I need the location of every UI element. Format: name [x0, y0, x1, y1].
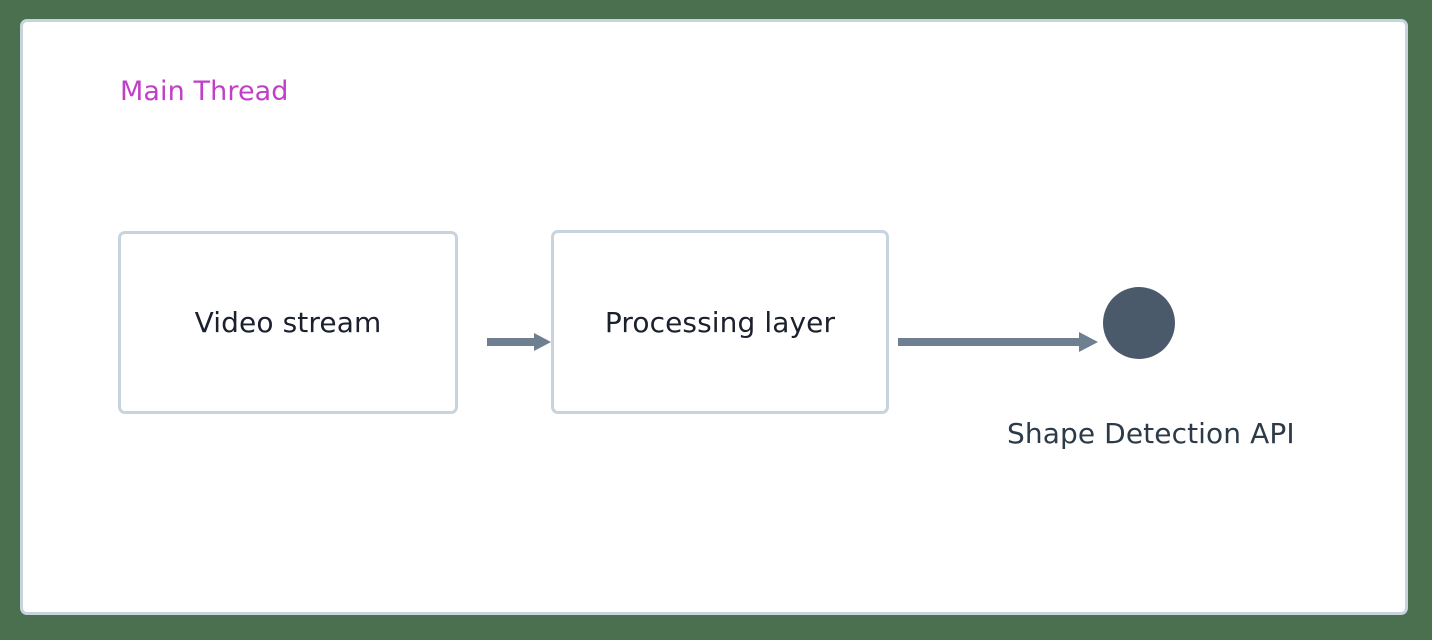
edge-video-stream-to-processing-layer: [487, 333, 551, 351]
node-processing-layer[interactable]: Processing layer: [551, 230, 889, 414]
node-processing-layer-label: Processing layer: [604, 305, 836, 339]
node-video-stream[interactable]: Video stream: [118, 231, 458, 414]
cluster-label-main-thread: Main Thread: [120, 76, 289, 107]
node-shape-detection-api-label: Shape Detection API: [1007, 417, 1295, 450]
arrow-head-icon: [898, 332, 1098, 352]
diagram-canvas: Main Thread Video stream Processing laye…: [20, 19, 1408, 615]
arrow-head-icon: [487, 333, 551, 351]
node-video-stream-label: Video stream: [194, 306, 382, 339]
edge-processing-layer-to-shape-detection-api: [898, 332, 1098, 352]
node-shape-detection-api[interactable]: [1103, 287, 1175, 359]
